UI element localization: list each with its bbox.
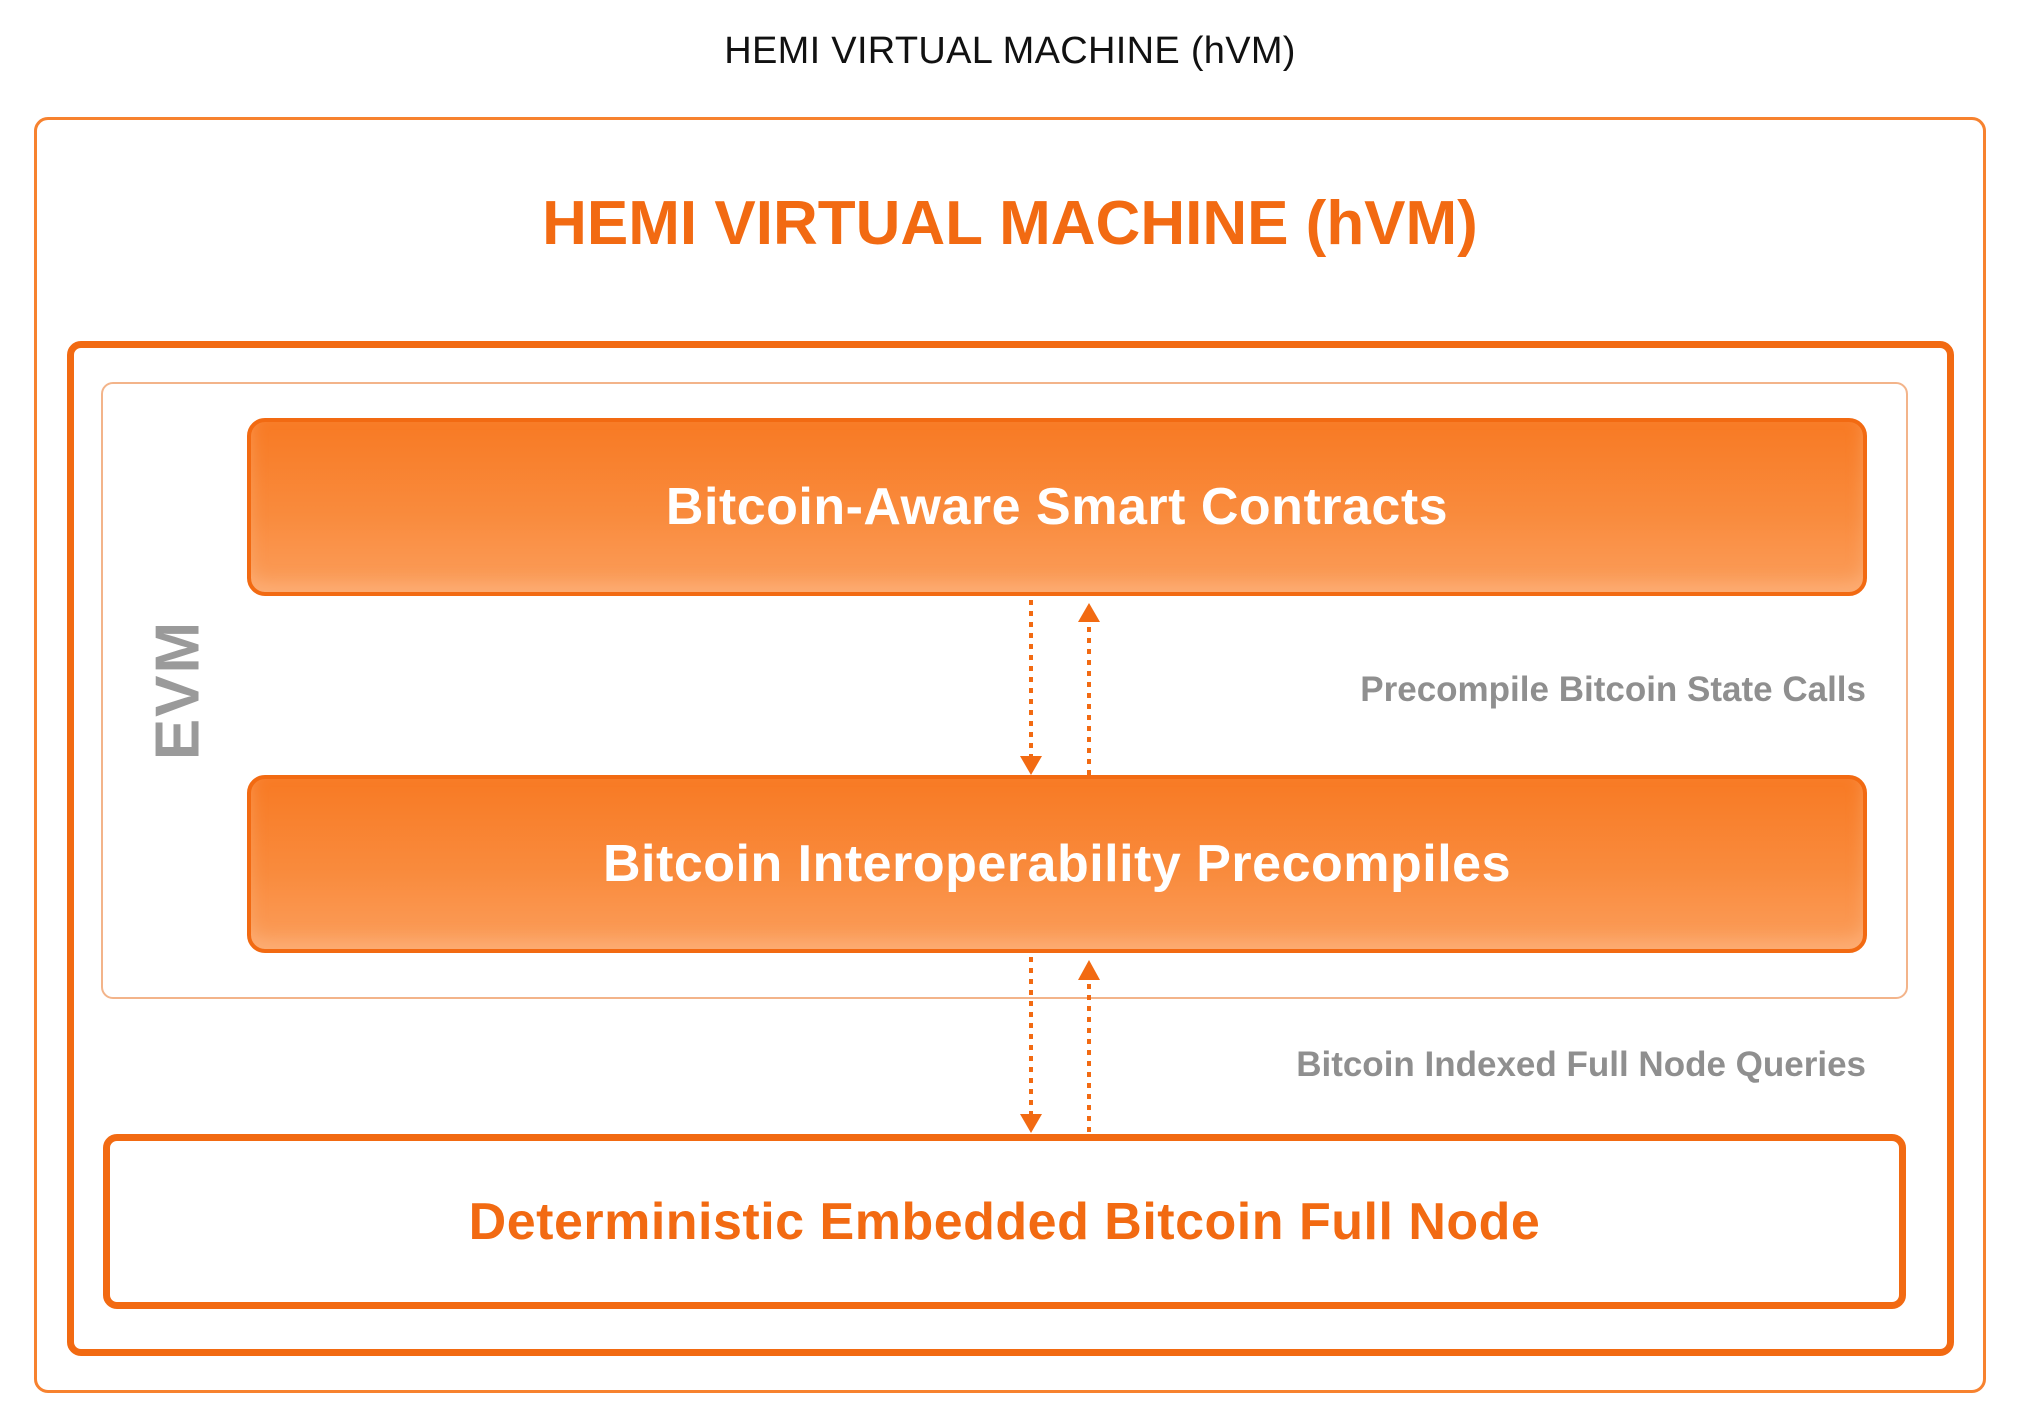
page-title: HEMI VIRTUAL MACHINE (hVM) — [724, 30, 1296, 72]
evm-frame — [101, 382, 1908, 999]
bitcoin-full-node-label: Deterministic Embedded Bitcoin Full Node — [468, 1192, 1541, 1251]
up-arrowhead-upper — [1078, 603, 1100, 622]
node-queries-label: Bitcoin Indexed Full Node Queries — [1296, 1045, 1866, 1084]
outer-frame — [34, 117, 1986, 1393]
up-arrowhead-lower — [1078, 960, 1100, 980]
smart-contracts-label: Bitcoin-Aware Smart Contracts — [665, 478, 1449, 536]
down-arrowhead-upper — [1020, 756, 1042, 775]
hvm-frame — [67, 341, 1954, 1356]
smart-contracts-block: Bitcoin-Aware Smart Contracts — [247, 418, 1867, 596]
precompiles-label: Bitcoin Interoperability Precompiles — [603, 835, 1511, 893]
down-arrowhead-lower — [1020, 1114, 1042, 1133]
precompiles-block: Bitcoin Interoperability Precompiles — [247, 775, 1867, 953]
state-calls-label: Precompile Bitcoin State Calls — [1360, 670, 1866, 709]
diagram-title: HEMI VIRTUAL MACHINE (hVM) — [542, 189, 1478, 258]
bitcoin-full-node-block: Deterministic Embedded Bitcoin Full Node — [103, 1134, 1906, 1309]
